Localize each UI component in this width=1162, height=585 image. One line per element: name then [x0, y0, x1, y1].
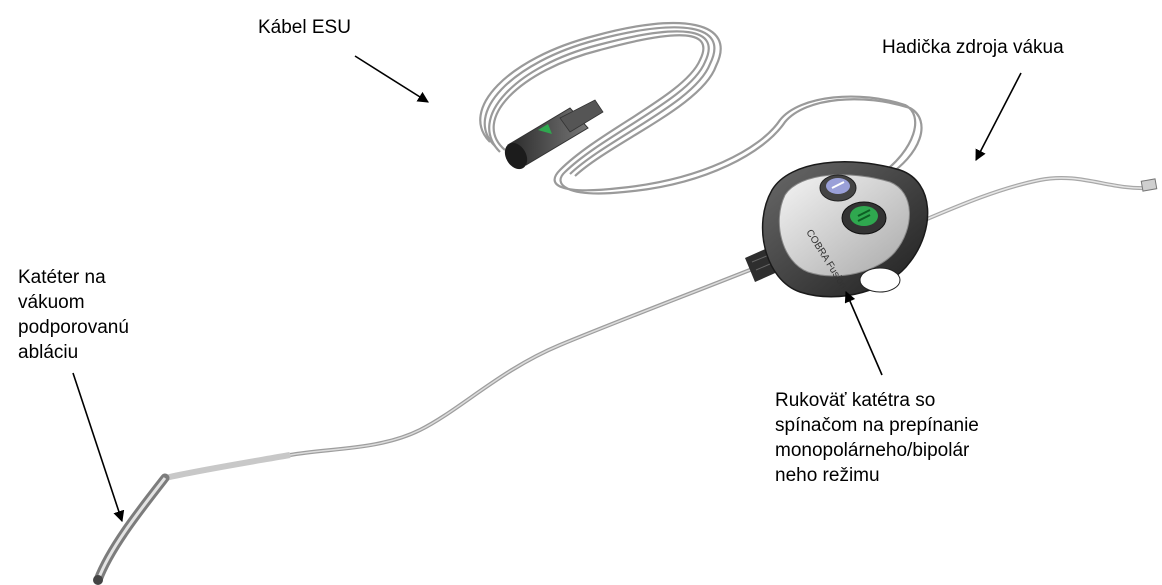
arrow-icon: [73, 373, 122, 521]
arrow-icon: [976, 73, 1021, 160]
monopolar-button: [820, 175, 856, 201]
catheter-handle: COBRA Fusion: [763, 162, 928, 297]
esu-connector: [500, 100, 603, 173]
label-handle: Rukoväť katétra so spínačom na prepínani…: [775, 388, 979, 488]
arrow-icon: [846, 292, 882, 375]
label-vacuum-tube: Hadička zdroja vákua: [882, 35, 1064, 60]
bipolar-button: [842, 202, 886, 234]
label-esu-cable: Kábel ESU: [258, 15, 351, 40]
vacuum-tube: [920, 178, 1157, 222]
catheter-tip: [93, 478, 165, 585]
arrow-icon: [355, 56, 428, 102]
catheter-shaft: [165, 262, 770, 478]
label-catheter: Katéter na vákuom podporovanú abláciu: [18, 265, 129, 365]
